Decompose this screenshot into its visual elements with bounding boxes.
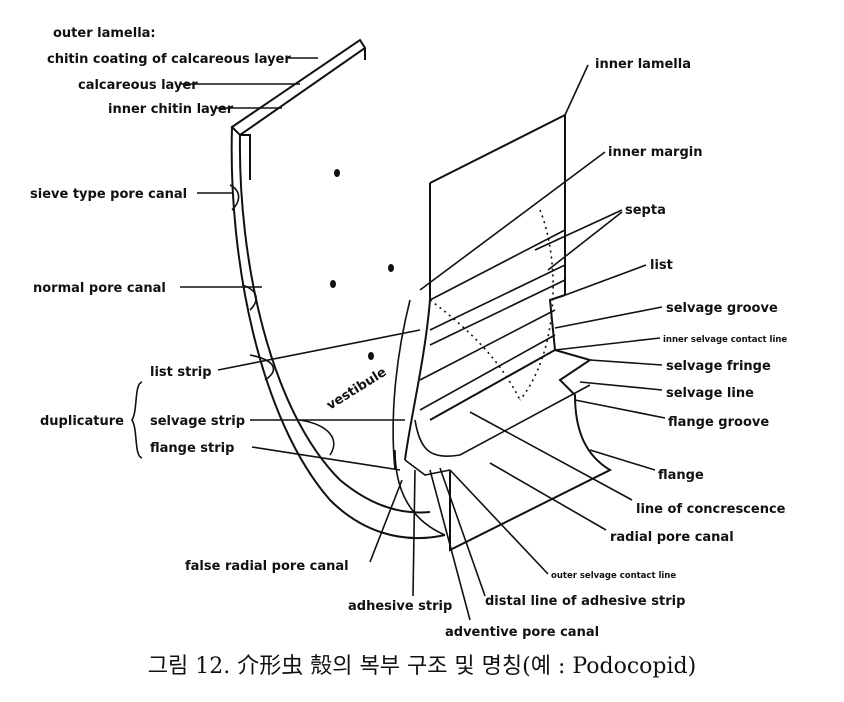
label-outer-lamella: outer lamella: [53,26,156,41]
label-calcareous-layer: calcareous layer [78,78,198,93]
label-list-strip: list strip [150,365,212,380]
label-septa: septa [625,203,666,218]
label-adventive-pore: adventive pore canal [445,625,599,640]
leader-lines [131,57,666,621]
outer-wall [229,38,446,539]
label-flange-strip: flange strip [150,441,234,456]
label-flange: flange [658,468,704,483]
figure-caption: 그림 12. 介形虫 殼의 복부 구조 및 명칭(예 : Podocopid) [147,654,697,679]
label-duplicature: duplicature [40,414,124,429]
label-false-radial: false radial pore canal [185,559,349,574]
label-line-concrescence: line of concrescence [636,502,786,517]
label-outer-selvage-contact: outer selvage contact line [551,571,676,581]
label-vestibule: vestibule [324,365,389,414]
label-inner-lamella: inner lamella [595,57,691,72]
label-normal-pore: normal pore canal [33,281,166,296]
inner-lamella-panel [392,113,613,552]
label-selvage-strip: selvage strip [150,414,245,429]
label-selvage-line: selvage line [666,386,754,401]
label-inner-selvage-contact: inner selvage contact line [663,335,787,345]
label-distal-line: distal line of adhesive strip [485,594,685,609]
label-sieve-pore: sieve type pore canal [30,187,187,202]
label-radial-pore: radial pore canal [610,530,734,545]
label-inner-margin: inner margin [608,145,702,160]
label-flange-groove: flange groove [668,415,769,430]
label-inner-chitin-layer: inner chitin layer [108,102,234,117]
label-list: list [650,258,673,273]
label-chitin-coating: chitin coating of calcareous layer [47,52,291,67]
label-selvage-groove: selvage groove [666,301,778,316]
label-selvage-fringe: selvage fringe [666,359,771,374]
label-adhesive-strip: adhesive strip [348,599,452,614]
